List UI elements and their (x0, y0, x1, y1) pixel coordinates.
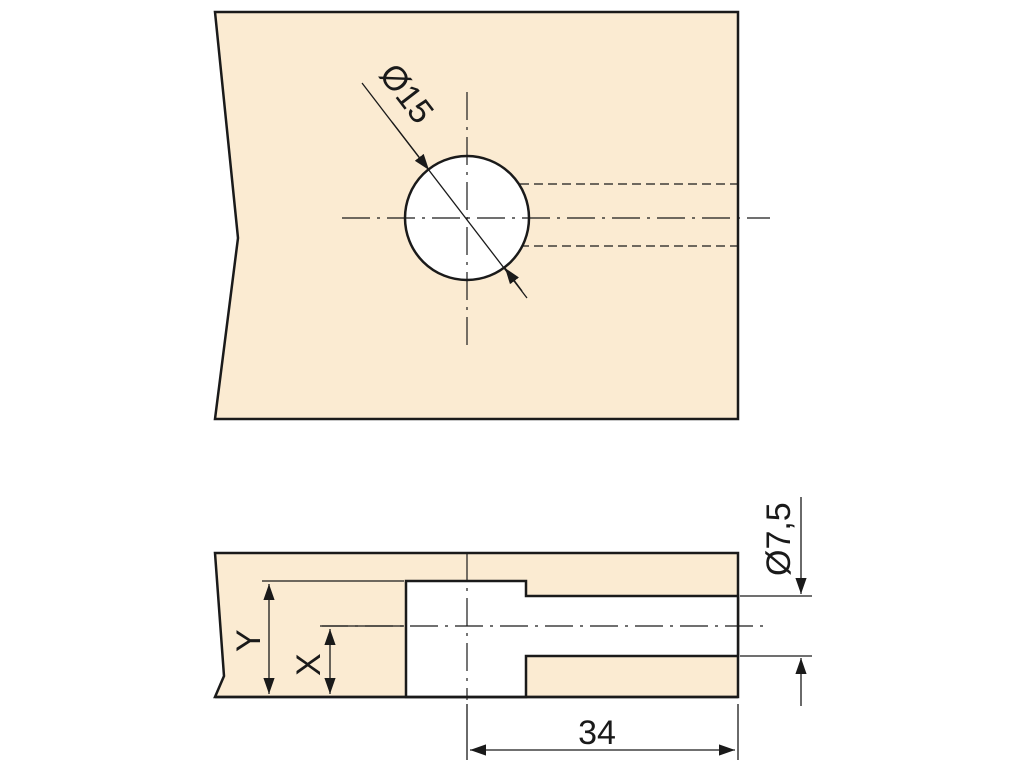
section-bore (404, 579, 740, 699)
dim-x-label: X (290, 653, 328, 676)
pin-diameter-label: Ø7,5 (760, 502, 798, 576)
depth-label: 34 (578, 714, 616, 752)
diameter-arrow-upper (391, 121, 430, 171)
dim-y-label: Y (230, 629, 268, 652)
diameter-arrow-lower (504, 267, 523, 292)
top-view: Ø15 (213, 10, 770, 421)
diameter-leader-line (361, 82, 528, 299)
section-view: Y X Ø7,5 34 (213, 497, 812, 760)
